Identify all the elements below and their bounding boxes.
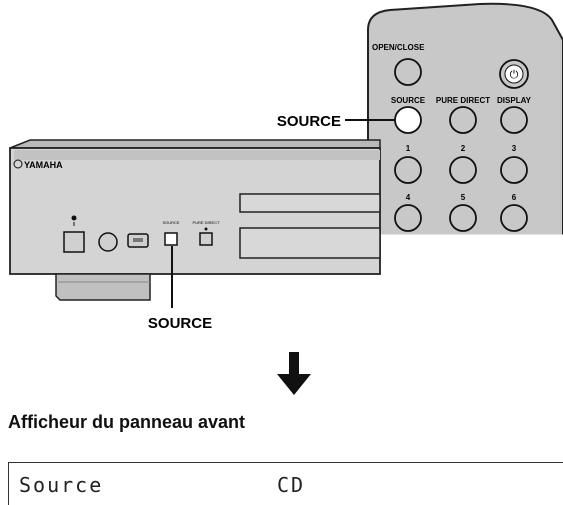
front-source-small-label: SOURCE (162, 220, 179, 225)
pure-direct-button[interactable] (449, 106, 477, 134)
yamaha-emblem-icon (13, 159, 23, 169)
power-button-inner (504, 64, 524, 84)
disc-tray (239, 193, 381, 213)
remote-sensor (98, 232, 118, 252)
num-3-label: 3 (512, 144, 517, 153)
front-display-window (239, 227, 381, 259)
num-3-button[interactable] (500, 156, 528, 184)
power-switch[interactable] (63, 231, 85, 253)
front-panel-display: Source CD (8, 462, 563, 505)
yamaha-logo: YAMAHA (24, 160, 63, 170)
power-icon: ⏻ (510, 68, 519, 81)
pure-direct-label: PURE DIRECT (436, 96, 490, 105)
front-source-callout: SOURCE (148, 246, 212, 332)
num-2-button[interactable] (449, 156, 477, 184)
display-button[interactable] (500, 106, 528, 134)
display-source-value: CD (277, 473, 306, 497)
remote-source-button[interactable] (394, 106, 422, 134)
num-6-label: 6 (512, 193, 517, 202)
player-foot (55, 273, 151, 301)
remote-source-label: SOURCE (391, 96, 426, 105)
num-4-label: 4 (406, 193, 411, 202)
front-pure-direct-small-label: PURE DIRECT (192, 220, 220, 225)
open-close-label: OPEN/CLOSE (372, 43, 425, 52)
display-label: DISPLAY (497, 96, 532, 105)
num-1-label: 1 (406, 144, 411, 153)
display-source-label: Source (19, 473, 104, 497)
down-arrow-icon (277, 352, 311, 395)
num-5-button[interactable] (449, 204, 477, 232)
front-source-button[interactable] (164, 232, 178, 246)
remote-control: OPEN/CLOSE ⏻ SOURCE PURE DIRECT DISPLAY … (367, 2, 563, 238)
num-2-label: 2 (461, 144, 466, 153)
display-heading: Afficheur du panneau avant (8, 412, 246, 432)
num-5-label: 5 (461, 193, 466, 202)
player-front-panel: YAMAHA SOURCE PURE DIRECT (9, 139, 381, 301)
pure-direct-indicator-icon (204, 227, 208, 231)
num-1-button[interactable] (394, 156, 422, 184)
open-close-button[interactable] (394, 58, 422, 86)
player-top-edge (9, 139, 381, 149)
front-pure-direct-button[interactable] (199, 232, 213, 246)
standby-indicator-icon (71, 215, 77, 221)
num-4-button[interactable] (394, 204, 422, 232)
num-6-button[interactable] (500, 204, 528, 232)
remote-source-callout: SOURCE (277, 113, 395, 130)
front-source-callout-text: SOURCE (148, 315, 212, 332)
remote-source-callout-text: SOURCE (277, 113, 341, 130)
